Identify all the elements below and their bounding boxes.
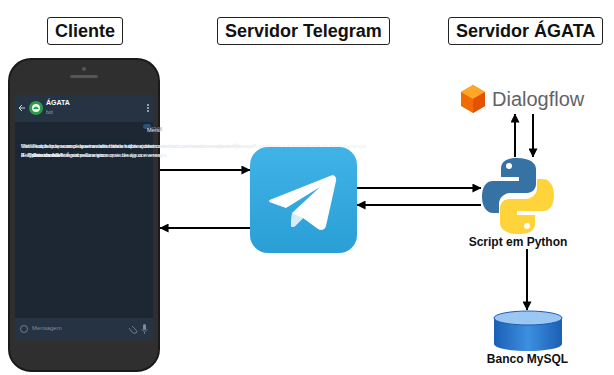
chat-ui-text: Mensagem	[32, 325, 62, 331]
illustration-part	[142, 329, 148, 334]
flow-arrow	[160, 169, 250, 171]
illustration-part	[147, 110, 149, 112]
chat-bubble-out: Menu12:06	[143, 124, 151, 129]
heading-text: Servidor ÁGATA	[456, 21, 595, 41]
illustration-part	[15, 95, 153, 122]
illustration-part	[21, 326, 28, 333]
illustration-part	[269, 175, 336, 230]
illustration-part	[129, 326, 137, 333]
illustration-part	[29, 101, 43, 115]
column-heading: Cliente	[47, 17, 123, 45]
illustration-part	[82, 67, 86, 71]
column-heading: Servidor Telegram	[217, 17, 390, 45]
flow-arrow	[514, 114, 516, 157]
illustration-part	[19, 105, 25, 111]
illustration-part	[494, 311, 562, 325]
mysql-database: Banco MySQL	[470, 310, 585, 366]
dialogflow-logo	[460, 84, 486, 114]
python-logo	[481, 157, 555, 235]
telegram-server	[250, 147, 357, 253]
python-script: Script em Python	[463, 157, 573, 249]
flow-arrow	[357, 204, 481, 206]
flow-arrow	[357, 187, 481, 189]
chat-bubble-in: Escolha um número sobre um tema que dese…	[17, 149, 130, 154]
illustration-part	[524, 223, 530, 229]
database-cylinder	[493, 310, 563, 352]
message-time: 12:06	[21, 153, 32, 158]
flow-arrow	[532, 114, 534, 157]
heading-text: Servidor Telegram	[225, 21, 382, 41]
illustration-part	[70, 75, 98, 78]
illustration-part	[15, 95, 153, 340]
chat-bubble-in: Olá! Fico feliz que você queira saber ma…	[17, 140, 137, 145]
message-time: 12:06	[151, 127, 162, 132]
illustration-part	[9, 59, 159, 371]
chat-ui-text: ÁGATA	[46, 99, 70, 106]
illustration-part	[147, 107, 149, 109]
node-label: Dialogflow	[492, 88, 584, 111]
illustration-part	[250, 147, 357, 253]
illustration-part	[15, 318, 153, 340]
phone-client: ÁGATA botMensagem Menu12:06Olá! Fico feliz…	[8, 58, 160, 372]
node-label: Script em Python	[463, 235, 573, 249]
illustration-part	[32, 104, 40, 112]
heading-text: Cliente	[55, 21, 115, 41]
illustration-part	[143, 324, 146, 330]
illustration-part	[500, 179, 554, 234]
illustration-part	[461, 85, 485, 113]
illustration-part	[33, 107, 39, 110]
dialogflow-service: Dialogflow	[460, 84, 605, 114]
flow-arrow	[526, 249, 528, 310]
telegram-logo	[250, 147, 357, 253]
illustration-part	[147, 104, 149, 106]
illustration-part	[500, 179, 554, 234]
illustration-part	[473, 92, 485, 113]
column-heading: Servidor ÁGATA	[448, 17, 603, 45]
node-label: Banco MySQL	[470, 352, 585, 366]
chat-ui-text: bot	[46, 109, 53, 115]
illustration-part	[506, 163, 512, 169]
phone-illustration	[8, 58, 160, 372]
flow-arrow	[160, 227, 250, 229]
illustration-part	[291, 213, 303, 227]
